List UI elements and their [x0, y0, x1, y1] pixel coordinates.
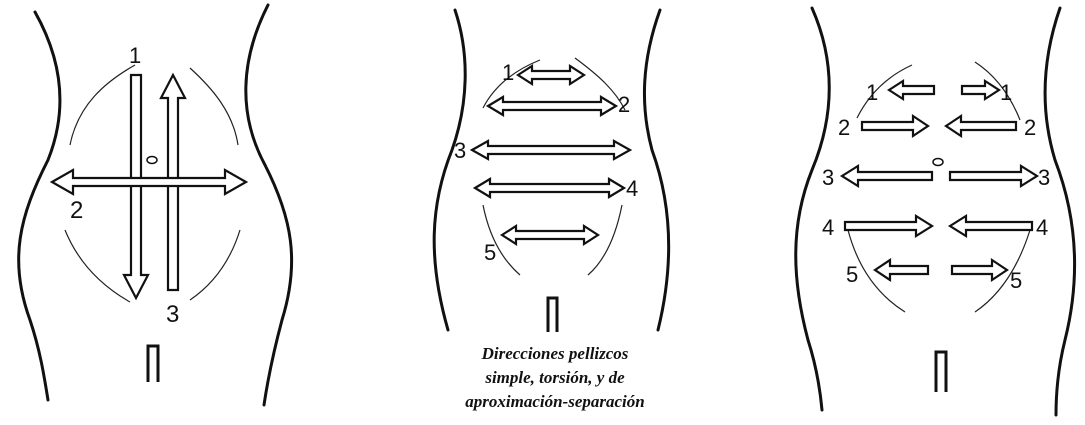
body-outline-right [244, 3, 294, 407]
right-label-4: 4 [1036, 215, 1048, 240]
abdomen-curve-lower-right [189, 229, 241, 301]
right-label-3: 3 [1038, 165, 1050, 190]
navel-mark [146, 155, 158, 165]
left-label-2: 2 [838, 115, 850, 140]
abdomen-curve-upper-left [482, 59, 541, 109]
label-2: 2 [618, 92, 630, 117]
caption-line-2: simple, torsión, y de [485, 368, 625, 387]
abdomen-curve-upper-right [189, 67, 239, 146]
body-outline-left [432, 8, 467, 332]
body-outline-right [1043, 6, 1077, 417]
row-3-left-arrow [839, 164, 934, 188]
pubic-mark [146, 344, 160, 382]
label-1: 1 [129, 43, 141, 68]
row-3-right-arrow [948, 164, 1040, 188]
abdomen-curve-lower-left [64, 229, 131, 303]
abdomen-curve-lower-right [587, 204, 623, 276]
row-5-arrow [499, 223, 601, 247]
left-label-1: 1 [866, 80, 878, 105]
pubic-mark [934, 350, 948, 392]
row-3-arrow [469, 139, 633, 161]
abdomen-curve-upper-left [856, 64, 913, 119]
row-5-right-arrow [950, 257, 1009, 283]
label-3: 3 [454, 138, 466, 163]
figure-2: 1 2 3 4 5 [432, 8, 671, 332]
row-4-right-arrow [947, 214, 1034, 238]
right-label-2: 2 [1024, 115, 1036, 140]
abdomen-curve-lower-left [847, 229, 906, 313]
label-5: 5 [484, 240, 496, 265]
caption-line-3: aproximación-separación [465, 392, 645, 411]
left-label-3: 3 [822, 165, 834, 190]
navel-mark [932, 157, 944, 167]
label-2: 2 [70, 197, 83, 224]
label-3: 3 [166, 301, 179, 328]
row-2-left-arrow [860, 113, 930, 139]
row-2-arrow [485, 95, 619, 117]
left-label-5: 5 [846, 262, 858, 287]
body-outline-left [17, 10, 62, 402]
body-outline-right [642, 8, 671, 332]
figure-3: 1 2 3 4 5 1 2 3 4 5 [794, 6, 1077, 417]
row-2-right-arrow [944, 113, 1018, 139]
abdomen-curve-upper-left [69, 64, 136, 146]
right-label-5: 5 [1010, 268, 1022, 293]
figure-caption: Direcciones pellizcos simple, torsión, y… [400, 342, 710, 414]
label-4: 4 [626, 176, 638, 201]
pubic-mark [546, 296, 559, 332]
row-1-arrow [515, 63, 587, 87]
row-5-left-arrow [873, 257, 930, 283]
body-outline-left [794, 6, 831, 412]
row-1-left-arrow [886, 78, 936, 102]
caption-line-1: Direcciones pellizcos [481, 344, 629, 363]
left-label-4: 4 [822, 215, 834, 240]
label-1: 1 [502, 60, 514, 85]
row-4-arrow [472, 177, 627, 199]
abdomen-curve-upper-right [974, 61, 1021, 121]
right-label-1: 1 [1000, 80, 1012, 105]
figure-1: 1 2 3 [17, 3, 294, 407]
row-4-left-arrow [843, 214, 935, 238]
abdomen-curve-lower-left [482, 204, 521, 276]
arrow-horizontal-both [49, 168, 249, 196]
abdomen-curve-upper-right [574, 57, 626, 111]
abdomen-curve-lower-right [974, 229, 1031, 313]
row-1-right-arrow [960, 78, 1002, 102]
